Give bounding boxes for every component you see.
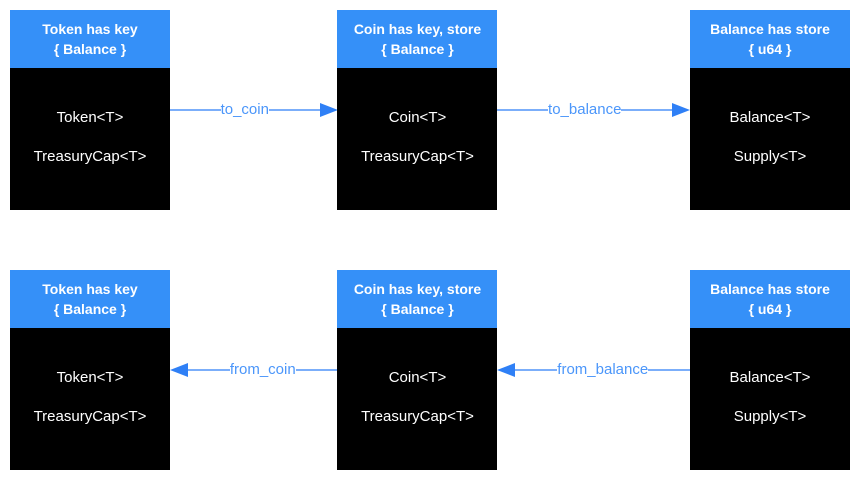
box-field: TreasuryCap<T> xyxy=(361,148,474,165)
box-header-line1: Coin has key, store xyxy=(353,21,482,37)
from-balance-arrow: from_balance xyxy=(497,270,690,470)
box-header-line1: Balance has store xyxy=(710,281,830,297)
arrow-line xyxy=(170,109,221,111)
box-header-line2: { Balance } xyxy=(381,41,454,57)
balance-box-body: Balance<T> Supply<T> xyxy=(690,328,850,470)
box-field: Coin<T> xyxy=(388,109,447,126)
box-header-line1: Token has key xyxy=(42,281,138,297)
diagram-row-top: Token has key { Balance } Token<T> Treas… xyxy=(10,10,850,210)
coin-struct-box: Coin has key, store { Balance } Coin<T> … xyxy=(337,270,498,470)
arrowhead-left-icon xyxy=(170,363,188,377)
box-header-line1: Token has key xyxy=(42,21,138,37)
token-box-body: Token<T> TreasuryCap<T> xyxy=(10,328,170,470)
arrow-label: from_coin xyxy=(229,361,296,378)
box-field: Supply<T> xyxy=(733,148,807,165)
box-header-line2: { Balance } xyxy=(381,301,454,317)
coin-struct-box: Coin has key, store { Balance } Coin<T> … xyxy=(337,10,498,210)
box-field: TreasuryCap<T> xyxy=(33,148,147,165)
box-field: Balance<T> xyxy=(729,109,811,126)
arrow-line xyxy=(188,369,230,371)
arrowhead-left-icon xyxy=(497,363,516,377)
arrow-label: to_balance xyxy=(548,101,622,118)
balance-struct-box: Balance has store { u64 } Balance<T> Sup… xyxy=(690,10,850,210)
box-field: Token<T> xyxy=(56,109,124,126)
arrow-label: from_balance xyxy=(557,361,649,378)
arrow-line xyxy=(497,109,549,111)
box-header-line1: Balance has store xyxy=(710,21,830,37)
to-balance-arrow: to_balance xyxy=(497,10,691,210)
box-field: TreasuryCap<T> xyxy=(33,408,147,425)
balance-box-body: Balance<T> Supply<T> xyxy=(690,68,850,210)
arrow-line xyxy=(621,109,673,111)
from-coin-arrow: from_coin xyxy=(170,270,338,470)
balance-box-header: Balance has store { u64 } xyxy=(690,270,850,328)
diagram-row-bottom: Token has key { Balance } Token<T> Treas… xyxy=(10,270,850,470)
box-header-line2: { Balance } xyxy=(53,301,127,317)
arrow-line xyxy=(268,109,320,111)
coin-box-header: Coin has key, store { Balance } xyxy=(337,10,498,68)
coin-box-body: Coin<T> TreasuryCap<T> xyxy=(337,68,498,210)
box-header-line2: { Balance } xyxy=(53,41,127,57)
token-box-body: Token<T> TreasuryCap<T> xyxy=(10,68,170,210)
to-coin-arrow: to_coin xyxy=(170,10,338,210)
token-struct-box: Token has key { Balance } Token<T> Treas… xyxy=(10,270,170,470)
coin-box-header: Coin has key, store { Balance } xyxy=(337,270,498,328)
arrowhead-right-icon xyxy=(319,103,338,117)
arrow-label: to_coin xyxy=(220,101,269,118)
box-header-line1: Coin has key, store xyxy=(353,281,482,297)
balance-struct-box: Balance has store { u64 } Balance<T> Sup… xyxy=(690,270,850,470)
box-field: Balance<T> xyxy=(729,369,811,386)
coin-box-body: Coin<T> TreasuryCap<T> xyxy=(337,328,498,470)
token-struct-box: Token has key { Balance } Token<T> Treas… xyxy=(10,10,170,210)
box-field: Coin<T> xyxy=(388,369,447,386)
arrow-line xyxy=(295,369,338,371)
arrow-line xyxy=(648,369,690,371)
box-header-line2: { u64 } xyxy=(748,301,792,317)
token-box-header: Token has key { Balance } xyxy=(10,270,170,328)
arrow-line xyxy=(515,369,558,371)
arrowhead-right-icon xyxy=(672,103,691,117)
box-field: TreasuryCap<T> xyxy=(361,408,474,425)
balance-box-header: Balance has store { u64 } xyxy=(690,10,850,68)
token-box-header: Token has key { Balance } xyxy=(10,10,170,68)
box-field: Supply<T> xyxy=(733,408,807,425)
box-header-line2: { u64 } xyxy=(748,41,792,57)
box-field: Token<T> xyxy=(56,369,124,386)
